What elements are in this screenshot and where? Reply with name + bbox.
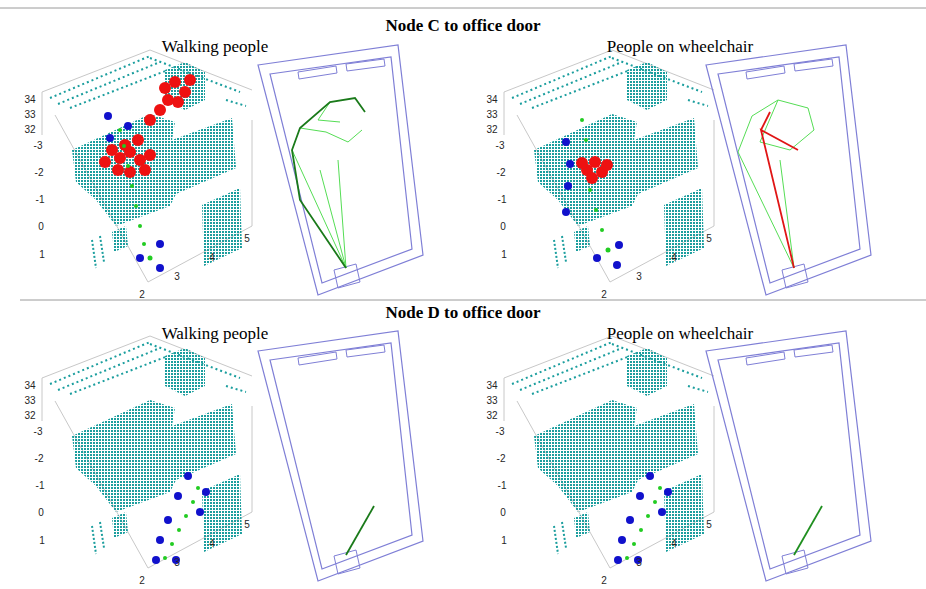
axis-tick: -2 <box>497 453 506 464</box>
axis-tick: 34 <box>24 380 35 391</box>
axis-tick: 5 <box>244 519 250 530</box>
axis-tick: -1 <box>36 194 45 205</box>
axis-tick: 34 <box>486 94 497 105</box>
axis-tick: 2 <box>139 575 145 586</box>
axis-tick: -2 <box>497 167 506 178</box>
section-title: Node D to office door <box>386 304 541 323</box>
panel-title: Walking people <box>162 325 269 344</box>
axis-tick: 32 <box>24 410 35 421</box>
axis-tick: 32 <box>24 124 35 135</box>
axis-tick: 3 <box>174 271 180 282</box>
axis-tick: -3 <box>496 140 505 151</box>
axis-tick: 34 <box>486 380 497 391</box>
axis-tick: 5 <box>706 519 712 530</box>
panel-title: Walking people <box>162 38 269 57</box>
axis-tick: 33 <box>486 109 497 120</box>
waypoint-dots <box>104 112 164 272</box>
axis-tick: -1 <box>498 480 507 491</box>
axis-tick: -2 <box>35 453 44 464</box>
axis-tick: 4 <box>671 538 677 549</box>
axis-tick: 4 <box>209 538 215 549</box>
axis-tick: 3 <box>636 271 642 282</box>
floor-plan <box>706 331 871 581</box>
axis-tick: 1 <box>39 535 45 546</box>
axis-tick: 32 <box>486 124 497 135</box>
obstacle-points <box>576 156 613 184</box>
axis-tick: 33 <box>486 395 497 406</box>
axis-tick: 33 <box>24 395 35 406</box>
axis-tick: -1 <box>36 480 45 491</box>
waypoint-dots <box>152 472 672 564</box>
axis-tick: 1 <box>501 535 507 546</box>
axis-tick: -1 <box>498 194 507 205</box>
panel-title: People on wheelchair <box>607 38 753 57</box>
axis-tick: 32 <box>486 410 497 421</box>
axis-tick: 0 <box>38 221 44 232</box>
axis-tick: 3 <box>636 557 642 568</box>
axis-tick: 33 <box>24 109 35 120</box>
axis-tick: -3 <box>496 426 505 437</box>
point-cloud <box>42 336 252 568</box>
axis-tick: 3 <box>174 557 180 568</box>
axis-tick: 5 <box>706 233 712 244</box>
axis-tick: 2 <box>601 289 607 300</box>
section-title: Node C to office door <box>386 17 541 36</box>
axis-tick: 5 <box>244 233 250 244</box>
waypoint-dots <box>562 138 623 269</box>
divider-line <box>20 300 926 301</box>
point-cloud <box>42 50 252 282</box>
axis-tick: 0 <box>500 221 506 232</box>
route-lines <box>292 98 822 555</box>
axis-tick: 2 <box>601 575 607 586</box>
path-points <box>163 486 662 560</box>
divider-line <box>0 8 926 9</box>
axis-tick: 4 <box>671 252 677 263</box>
panel-title: People on wheelchair <box>607 325 753 344</box>
axis-tick: 34 <box>24 94 35 105</box>
point-cloud <box>504 336 714 568</box>
axis-tick: 0 <box>38 507 44 518</box>
point-cloud <box>504 50 714 282</box>
axis-tick: -2 <box>35 167 44 178</box>
axis-tick: 4 <box>209 252 215 263</box>
obstacle-points <box>99 74 196 178</box>
axis-tick: 0 <box>500 507 506 518</box>
axis-tick: -3 <box>34 426 43 437</box>
floor-plan <box>258 331 423 581</box>
axis-tick: 1 <box>39 249 45 260</box>
floor-plan <box>258 45 423 295</box>
floor-plan <box>706 45 871 295</box>
axis-tick: -3 <box>34 140 43 151</box>
axis-tick: 2 <box>139 289 145 300</box>
path-points <box>118 128 153 261</box>
path-points <box>580 118 611 253</box>
axis-tick: 1 <box>501 249 507 260</box>
